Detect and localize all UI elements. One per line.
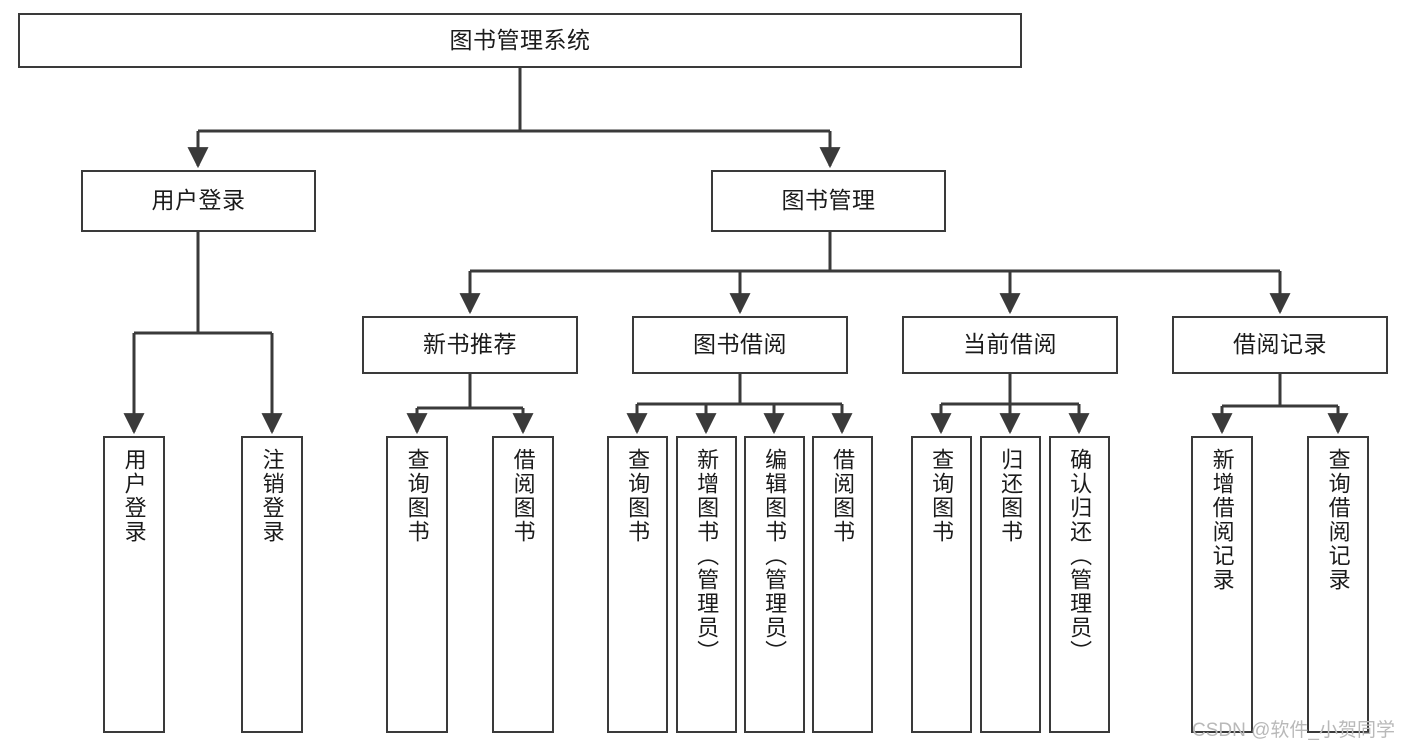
node-borrow-record[interactable]: 借阅记录 bbox=[1172, 316, 1388, 374]
node-leaf-query-record[interactable]: 查询借阅记录 bbox=[1307, 436, 1369, 733]
node-label: 图书管理系统 bbox=[449, 26, 591, 53]
node-label: 用户登录 bbox=[121, 448, 147, 544]
node-leaf-edit-book[interactable]: 编辑图书（管理员） bbox=[744, 436, 805, 733]
node-label: 用户登录 bbox=[151, 187, 246, 214]
node-book-borrow[interactable]: 图书借阅 bbox=[632, 316, 848, 374]
node-leaf-query-book-2[interactable]: 查询图书 bbox=[607, 436, 668, 733]
node-leaf-confirm-return[interactable]: 确认归还（管理员） bbox=[1049, 436, 1110, 733]
node-label: 查询图书 bbox=[404, 448, 430, 544]
node-label: 编辑图书（管理员） bbox=[762, 448, 788, 664]
node-label: 当前借阅 bbox=[963, 331, 1057, 358]
node-current-borrow[interactable]: 当前借阅 bbox=[902, 316, 1118, 374]
node-leaf-user-login[interactable]: 用户登录 bbox=[103, 436, 165, 733]
node-leaf-query-book-3[interactable]: 查询图书 bbox=[911, 436, 972, 733]
node-label: 借阅图书 bbox=[830, 448, 856, 544]
node-user-login[interactable]: 用户登录 bbox=[81, 170, 316, 232]
node-root-book-management-system[interactable]: 图书管理系统 bbox=[18, 13, 1022, 68]
node-leaf-add-book[interactable]: 新增图书（管理员） bbox=[676, 436, 737, 733]
node-book-management[interactable]: 图书管理 bbox=[711, 170, 946, 232]
node-new-book-recommend[interactable]: 新书推荐 bbox=[362, 316, 578, 374]
node-label: 图书管理 bbox=[781, 187, 876, 214]
node-label: 新书推荐 bbox=[423, 331, 517, 358]
node-label: 注销登录 bbox=[259, 448, 285, 544]
node-leaf-logout-login[interactable]: 注销登录 bbox=[241, 436, 303, 733]
node-label: 借阅记录 bbox=[1233, 331, 1327, 358]
node-label: 查询借阅记录 bbox=[1325, 448, 1351, 592]
node-label: 借阅图书 bbox=[510, 448, 536, 544]
node-label: 查询图书 bbox=[625, 448, 651, 544]
node-label: 确认归还（管理员） bbox=[1067, 448, 1093, 664]
node-label: 新增借阅记录 bbox=[1209, 448, 1235, 592]
node-leaf-query-book-1[interactable]: 查询图书 bbox=[386, 436, 448, 733]
node-label: 归还图书 bbox=[998, 448, 1024, 544]
node-label: 新增图书（管理员） bbox=[694, 448, 720, 664]
node-leaf-add-record[interactable]: 新增借阅记录 bbox=[1191, 436, 1253, 733]
node-leaf-return-book[interactable]: 归还图书 bbox=[980, 436, 1041, 733]
node-leaf-borrow-book-1[interactable]: 借阅图书 bbox=[492, 436, 554, 733]
node-label: 图书借阅 bbox=[693, 331, 787, 358]
node-leaf-borrow-book-2[interactable]: 借阅图书 bbox=[812, 436, 873, 733]
node-label: 查询图书 bbox=[929, 448, 955, 544]
watermark: CSDN @软件_小贺同学 bbox=[1192, 720, 1395, 741]
